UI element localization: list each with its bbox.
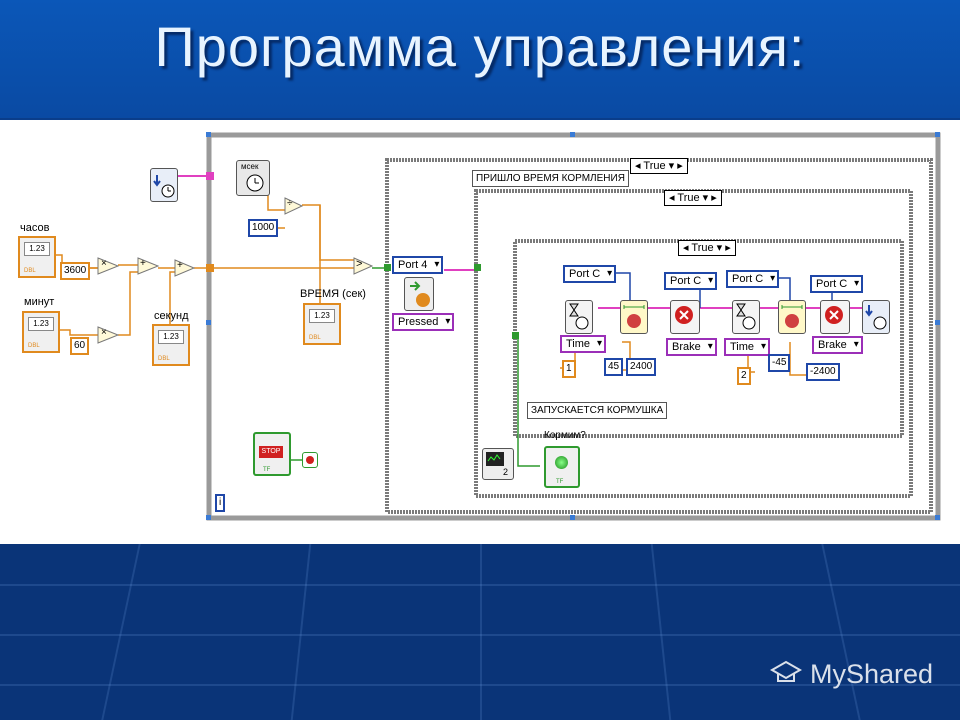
mortarboard-icon xyxy=(769,660,803,682)
bool-tunnels xyxy=(384,264,519,339)
time-sec-label: ВРЕМЯ (сек) xyxy=(300,288,366,300)
stop-button-face: STOP xyxy=(259,446,283,458)
time-sec-num: 1.23 xyxy=(309,309,335,323)
minutes-dbl: DBL xyxy=(28,343,40,349)
motor-icon-2[interactable] xyxy=(778,300,806,334)
add-op-1: + xyxy=(140,258,146,269)
mul-op-1: × xyxy=(101,258,107,269)
const-2400[interactable]: 2400 xyxy=(626,358,657,376)
time-sec-dbl: DBL xyxy=(309,335,321,341)
select-portc-3[interactable]: Port C xyxy=(726,270,780,288)
watermark-logo: MyShared xyxy=(768,656,933,692)
seconds-dbl: DBL xyxy=(158,356,170,362)
const-60[interactable]: 60 xyxy=(70,337,90,355)
const-minus45[interactable]: -45 xyxy=(768,354,791,372)
mul-op-2: × xyxy=(101,327,107,338)
const-minus2400[interactable]: -2400 xyxy=(806,363,840,381)
wait-seconds-icon[interactable]: 2 xyxy=(482,448,514,480)
minutes-control[interactable]: 1.23 DBL xyxy=(22,311,60,353)
selection-handles xyxy=(206,132,940,520)
brake-x-icon xyxy=(825,306,843,324)
feeding-indicator[interactable]: TF xyxy=(544,446,580,488)
select-portc-1[interactable]: Port C xyxy=(563,265,617,283)
gt-op: > xyxy=(356,258,363,270)
stop-circle-icon xyxy=(306,456,314,464)
hourglass-icon xyxy=(569,303,589,330)
motor-gear-icon xyxy=(623,305,645,328)
minutes-num: 1.23 xyxy=(28,317,54,331)
sensor-icon xyxy=(410,281,430,307)
slide-title: Программа управления: xyxy=(154,15,806,78)
comment-feeder-start: ЗАПУСКАЕТСЯ КОРМУШКА xyxy=(527,402,668,419)
tick-icon-2[interactable] xyxy=(862,300,890,334)
const-1[interactable]: 1 xyxy=(562,360,576,378)
const-1000[interactable]: 1000 xyxy=(248,219,279,237)
select-time-1[interactable]: Time xyxy=(560,335,607,353)
brake-icon-2[interactable] xyxy=(820,300,850,334)
hours-dbl: DBL xyxy=(24,268,36,274)
loop-iteration: i xyxy=(215,494,226,512)
const-45[interactable]: 45 xyxy=(604,358,624,376)
wait-seconds-value: 2 xyxy=(503,467,509,477)
add-op-2: + xyxy=(177,260,183,271)
time-sec-indicator[interactable]: 1.23 DBL xyxy=(303,303,341,345)
case-inner-selector[interactable]: ◂ True ▾ ▸ xyxy=(678,240,736,256)
seconds-num: 1.23 xyxy=(158,330,184,344)
case-inner-label: True xyxy=(691,242,714,254)
clock-icon xyxy=(153,175,175,198)
case-middle-selector[interactable]: ◂ True ▾ ▸ xyxy=(664,190,722,206)
case-outer-label: True xyxy=(643,160,666,172)
hours-label: часов xyxy=(20,222,50,234)
msec-label: мсек xyxy=(241,162,259,171)
select-time-2[interactable]: Time xyxy=(724,338,771,356)
hourglass-icon xyxy=(736,303,756,330)
slide-footer xyxy=(0,544,960,720)
select-brake-2[interactable]: Brake xyxy=(812,336,863,354)
waveform-icon xyxy=(486,452,504,466)
wait-icon-2[interactable] xyxy=(732,300,760,334)
brake-x-icon xyxy=(675,306,693,324)
msec-timer-icon[interactable]: мсек xyxy=(236,160,270,196)
touch-sensor-icon[interactable] xyxy=(404,277,434,311)
minutes-label: минут xyxy=(24,296,55,308)
block-diagram: мсек 1000 часов 1.23 DBL 3600 минут 1.23… xyxy=(0,120,960,544)
stop-tf: TF xyxy=(263,467,271,473)
clock-icon xyxy=(865,305,887,330)
select-portc-4[interactable]: Port C xyxy=(810,275,864,293)
div-op: ÷ xyxy=(287,198,293,209)
const-2[interactable]: 2 xyxy=(737,367,751,385)
brake-icon-1[interactable] xyxy=(670,300,700,334)
wait-icon-1[interactable] xyxy=(565,300,593,334)
motor-icon-1[interactable] xyxy=(620,300,648,334)
select-port4[interactable]: Port 4 xyxy=(392,256,444,274)
tunnels xyxy=(206,264,214,272)
select-pressed[interactable]: Pressed xyxy=(392,313,455,331)
loop-condition-icon[interactable] xyxy=(302,452,318,468)
seconds-control[interactable]: 1.23 DBL xyxy=(152,324,190,366)
hours-num: 1.23 xyxy=(24,242,50,256)
stop-button-control[interactable]: STOP TF xyxy=(253,432,291,476)
slide-header: Программа управления: xyxy=(0,0,960,118)
motor-gear-icon xyxy=(781,305,803,328)
case-middle-label: True xyxy=(677,192,700,204)
green-led-icon xyxy=(555,456,568,469)
tick-count-icon[interactable] xyxy=(150,168,178,202)
watermark-text: MyShared xyxy=(810,658,934,689)
feeding-label: Кормим? xyxy=(544,430,586,441)
hours-control[interactable]: 1.23 DBL xyxy=(18,236,56,278)
arithmetic-nodes xyxy=(97,197,374,344)
case-outer-selector[interactable]: ◂ True ▾ ▸ xyxy=(630,158,688,174)
select-portc-2[interactable]: Port C xyxy=(664,272,718,290)
comment-feeding-time: ПРИШЛО ВРЕМЯ КОРМЛЕНИЯ xyxy=(472,170,629,187)
stopwatch-icon xyxy=(246,174,264,192)
select-brake-1[interactable]: Brake xyxy=(666,338,717,356)
feeding-tf: TF xyxy=(556,479,564,485)
seconds-label: секунд xyxy=(154,310,189,322)
const-3600[interactable]: 3600 xyxy=(60,262,91,280)
